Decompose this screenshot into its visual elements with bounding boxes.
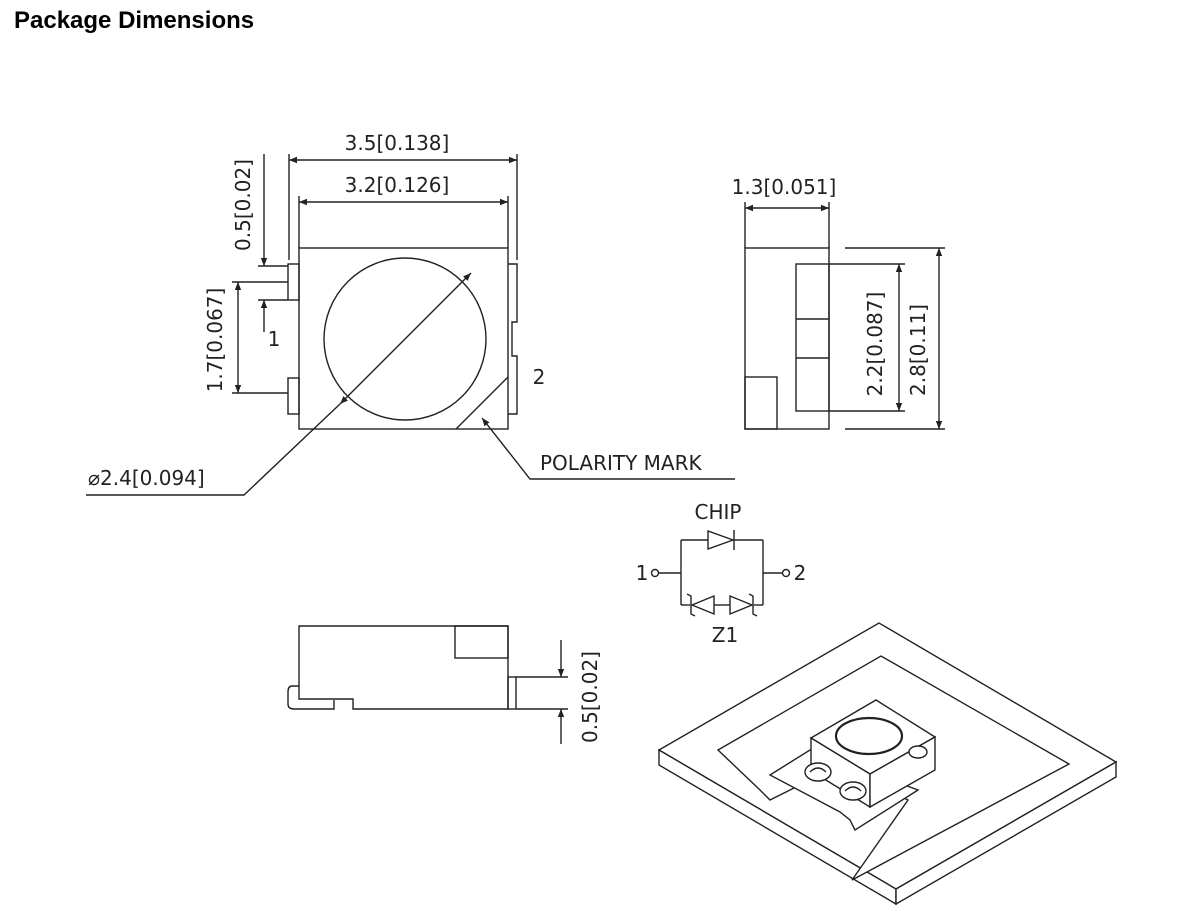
polarity-chamfer [455,376,509,430]
top-view [86,154,735,496]
isometric-view [657,622,1118,906]
dim-lens-diameter: ⌀2.4[0.094] [88,466,205,490]
front-lead [287,685,335,710]
dim-pad-offset: 0.5[0.02] [231,159,255,251]
zener-diode-left [690,594,715,616]
terminal-2-dot [781,568,791,578]
front-view [287,625,568,744]
zener-diode-right [729,594,754,616]
schematic [650,530,791,617]
chip-label: CHIP [695,500,742,524]
chip-diode [707,530,736,550]
terminal-1-dot [650,568,660,578]
pin2-label: 2 [533,365,546,389]
polarity-leader [481,417,735,480]
dim-pad-pitch: 1.7[0.067] [203,288,227,393]
dim-overall-width: 3.5[0.138] [345,131,450,155]
pad-left-bottom [287,377,300,415]
terminal-1-label: 1 [636,561,649,585]
dim-terminal-height: 0.5[0.02] [578,651,602,743]
pad-right [508,263,518,415]
page-title: Package Dimensions [14,7,255,34]
front-body [298,625,509,710]
dim-overall-height: 2.8[0.11] [906,304,930,396]
terminal-2-label: 2 [794,561,807,585]
package-body [298,247,509,430]
pad-left-top [287,263,300,301]
pin1-label: 1 [268,327,281,351]
dim-inner-height: 2.2[0.087] [863,292,887,397]
polarity-mark-label: POLARITY MARK [540,451,703,475]
diameter-leader [339,272,472,405]
dim-inner-width: 3.2[0.126] [345,173,450,197]
zener-label: Z1 [712,623,738,647]
lens-circle [323,257,487,421]
side-view [744,202,945,430]
diameter-leader-tail [86,403,341,496]
dim-thickness: 1.3[0.051] [732,175,837,199]
led-lens [834,716,904,756]
side-body [744,247,830,430]
